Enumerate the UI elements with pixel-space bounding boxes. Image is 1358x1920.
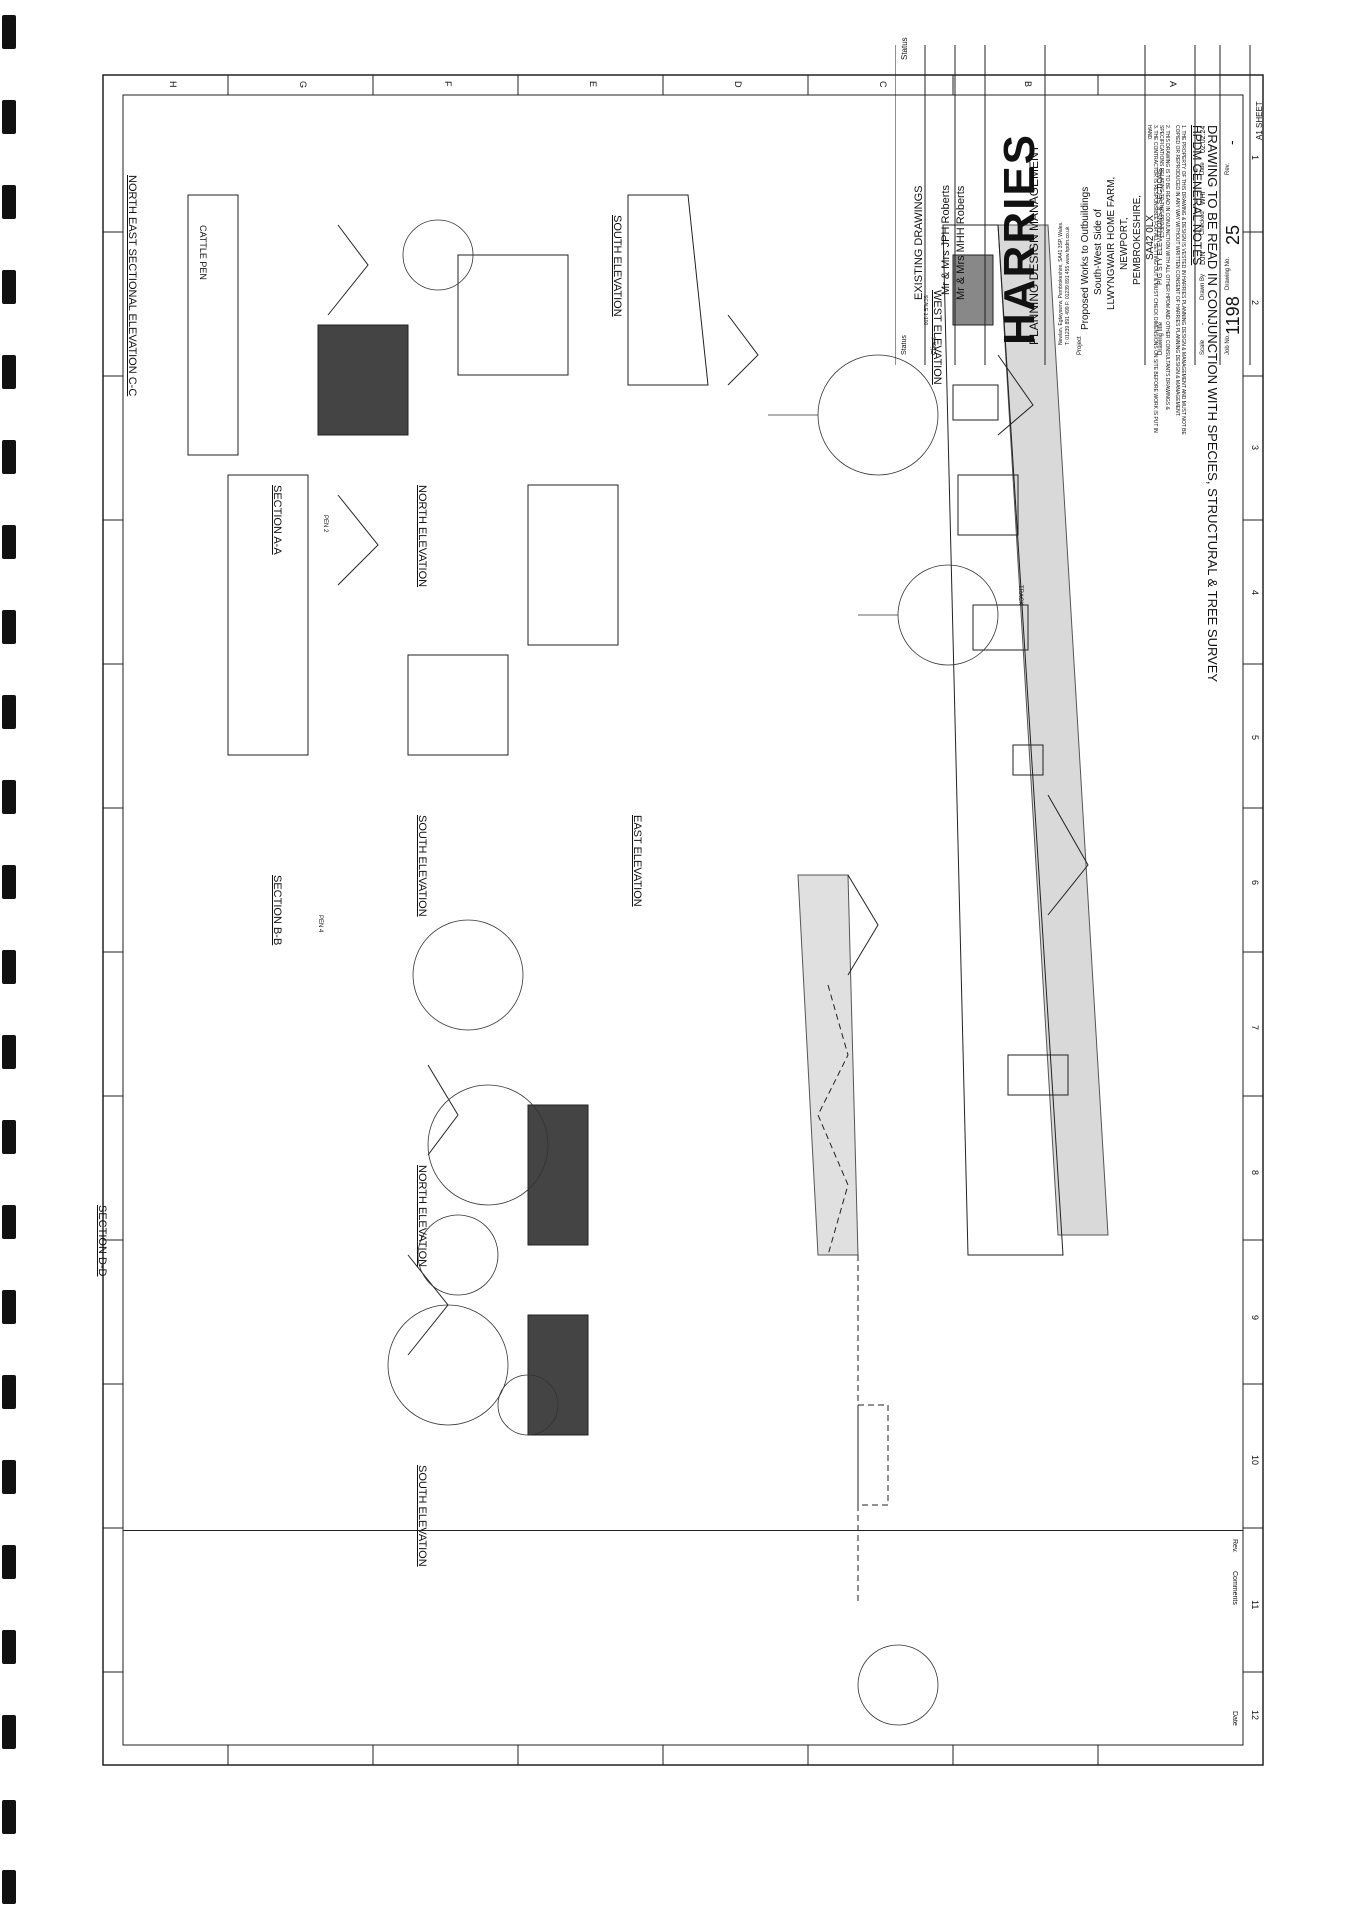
project-line1: Proposed Works to Outbuildings (1080, 186, 1091, 330)
grid-row-h: H (168, 81, 178, 88)
title-block-lines (895, 45, 1251, 365)
tb-comments-label: Comments (1231, 1571, 1238, 1605)
label-ne-sectional: NORTH EAST SECTIONAL ELEVATION C-C (126, 175, 138, 397)
checked-label: Checked (1200, 211, 1206, 235)
grid-col-11: 11 (1250, 1600, 1260, 1610)
label-section-aa: SECTION A-A (271, 485, 283, 555)
west-elevation-drawing (942, 224, 1109, 1256)
drawing-no-value: 25 (1223, 224, 1243, 245)
elevation-buildings (187, 194, 759, 1436)
grid-row-d: D (733, 81, 743, 88)
grid-col-8: 8 (1250, 1170, 1260, 1176)
grid-row-g: G (298, 81, 308, 89)
date-label: Date (1200, 162, 1206, 175)
ring-binding (0, 0, 22, 1920)
grid-col-6: 6 (1250, 880, 1260, 886)
label-pen2: PEN 2 (322, 515, 328, 533)
tb-status-text-label: Status (901, 335, 908, 355)
project-line3: LLWYNGWAIR HOME FARM, (1106, 176, 1117, 310)
grid-row-f: F (443, 81, 453, 87)
trees (387, 219, 999, 1726)
tb-rev-label: Rev. (1231, 1539, 1238, 1553)
tb-project-label: Project (1077, 336, 1083, 355)
tb-client-label: Client (931, 337, 938, 355)
rev-value: - (1223, 140, 1239, 145)
label-north-elevation-1: NORTH ELEVATION (416, 485, 428, 588)
grid-col-7: 7 (1250, 1025, 1260, 1031)
company-address: Newlan, Eglwyswrw, Pembrokeshire, SA41 3… (1058, 221, 1064, 345)
label-south-elevation-2: SOUTH ELEVATION (416, 815, 428, 917)
title-block: Rev. Comments Date (123, 1530, 1243, 1746)
grid-row-c: C (878, 81, 888, 88)
project-line4: NEWPORT, (1119, 217, 1130, 270)
company-sub: PLANNING DESIGN MANAGEMENT (1027, 144, 1041, 345)
label-east-elevation: EAST ELEVATION (631, 815, 643, 907)
east-elevation-drawing (797, 874, 889, 1605)
checked-value: WHi (1200, 191, 1207, 205)
label-pen4: PEN 4 (317, 915, 323, 933)
grid-col-5: 5 (1250, 735, 1260, 741)
project-line5: PEMBROKESHIRE, (1132, 194, 1143, 285)
drawn-value: DJN (1200, 251, 1207, 265)
tb-client-line1: Mr & Mrs JPH Roberts (940, 184, 952, 295)
grid-col-3: 3 (1250, 445, 1260, 451)
drawing-title-label: Drawing title (1158, 321, 1164, 355)
scale-label: Scale (1200, 339, 1206, 355)
label-south-elevation-1: SOUTH ELEVATION (611, 215, 623, 317)
drawing-no-label: Drawing No. (1225, 256, 1231, 290)
grid-col-10: 10 (1250, 1455, 1260, 1466)
title-block-panel: Status EXISTING DRAWINGS Client Mr & Mrs… (895, 45, 1265, 365)
date-value: 02.02.24 (1200, 125, 1207, 153)
label-section-bb: SECTION B-B (271, 875, 283, 946)
label-cattle-pen: CATTLE PEN (198, 225, 208, 280)
project-line6: SA42 0LX (1145, 214, 1156, 260)
drawn-label: Drawn By (1200, 273, 1206, 300)
company-contact: T: 01239 891 499 F: 01239 891 455 www.hp… (1065, 226, 1071, 345)
drawing-sheet: DRAWING TO BE READ IN CONJUNCTION WITH S… (78, 55, 1288, 1785)
label-track: TRACK (1017, 585, 1023, 606)
grid-row-e: E (588, 81, 598, 88)
drawing-title: P/G STY ELEVATIONS & SECTIONS (1157, 168, 1164, 285)
label-section-dd: SECTION D-D (96, 1205, 108, 1277)
scale-value: - (1200, 322, 1207, 325)
grid-col-12: 12 (1250, 1710, 1260, 1721)
job-label: Job No. (1225, 334, 1231, 355)
job-value: 1198 (1223, 296, 1243, 335)
tb-status-value: EXISTING DRAWINGS (913, 185, 925, 301)
grid-col-4: 4 (1250, 590, 1260, 596)
label-north-elevation-2: NORTH ELEVATION (416, 1165, 428, 1268)
project-line2: South-West Side of (1093, 209, 1104, 295)
grid-col-9: 9 (1250, 1315, 1260, 1321)
tb-client-line2: Mr & Mrs MHH Roberts (955, 185, 967, 300)
sheet-size: A1 SHEET (1255, 101, 1264, 140)
rev-label: Rev. (1225, 163, 1231, 175)
sheet-frame (102, 74, 1264, 1766)
tb-date-label: Date (1231, 1711, 1238, 1726)
